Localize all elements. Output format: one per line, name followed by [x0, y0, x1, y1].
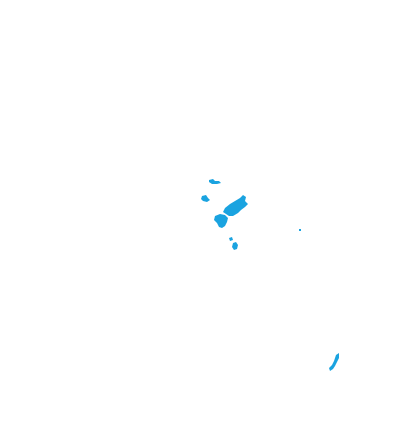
western-islet: [201, 195, 210, 202]
southern-islet-small: [229, 237, 233, 241]
main-island: [223, 195, 248, 216]
eastern-speck: [299, 229, 301, 231]
far-southeast-islet: [329, 353, 339, 371]
southern-islet: [232, 242, 238, 250]
northern-islet: [209, 179, 221, 184]
southwest-lobe: [214, 214, 228, 228]
